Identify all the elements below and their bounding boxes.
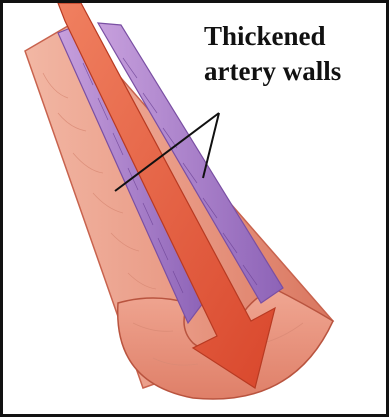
label-line-1: Thickened <box>204 19 384 54</box>
label-line-2: artery walls <box>204 54 384 89</box>
thickened-walls-label: Thickened artery walls <box>204 19 384 89</box>
